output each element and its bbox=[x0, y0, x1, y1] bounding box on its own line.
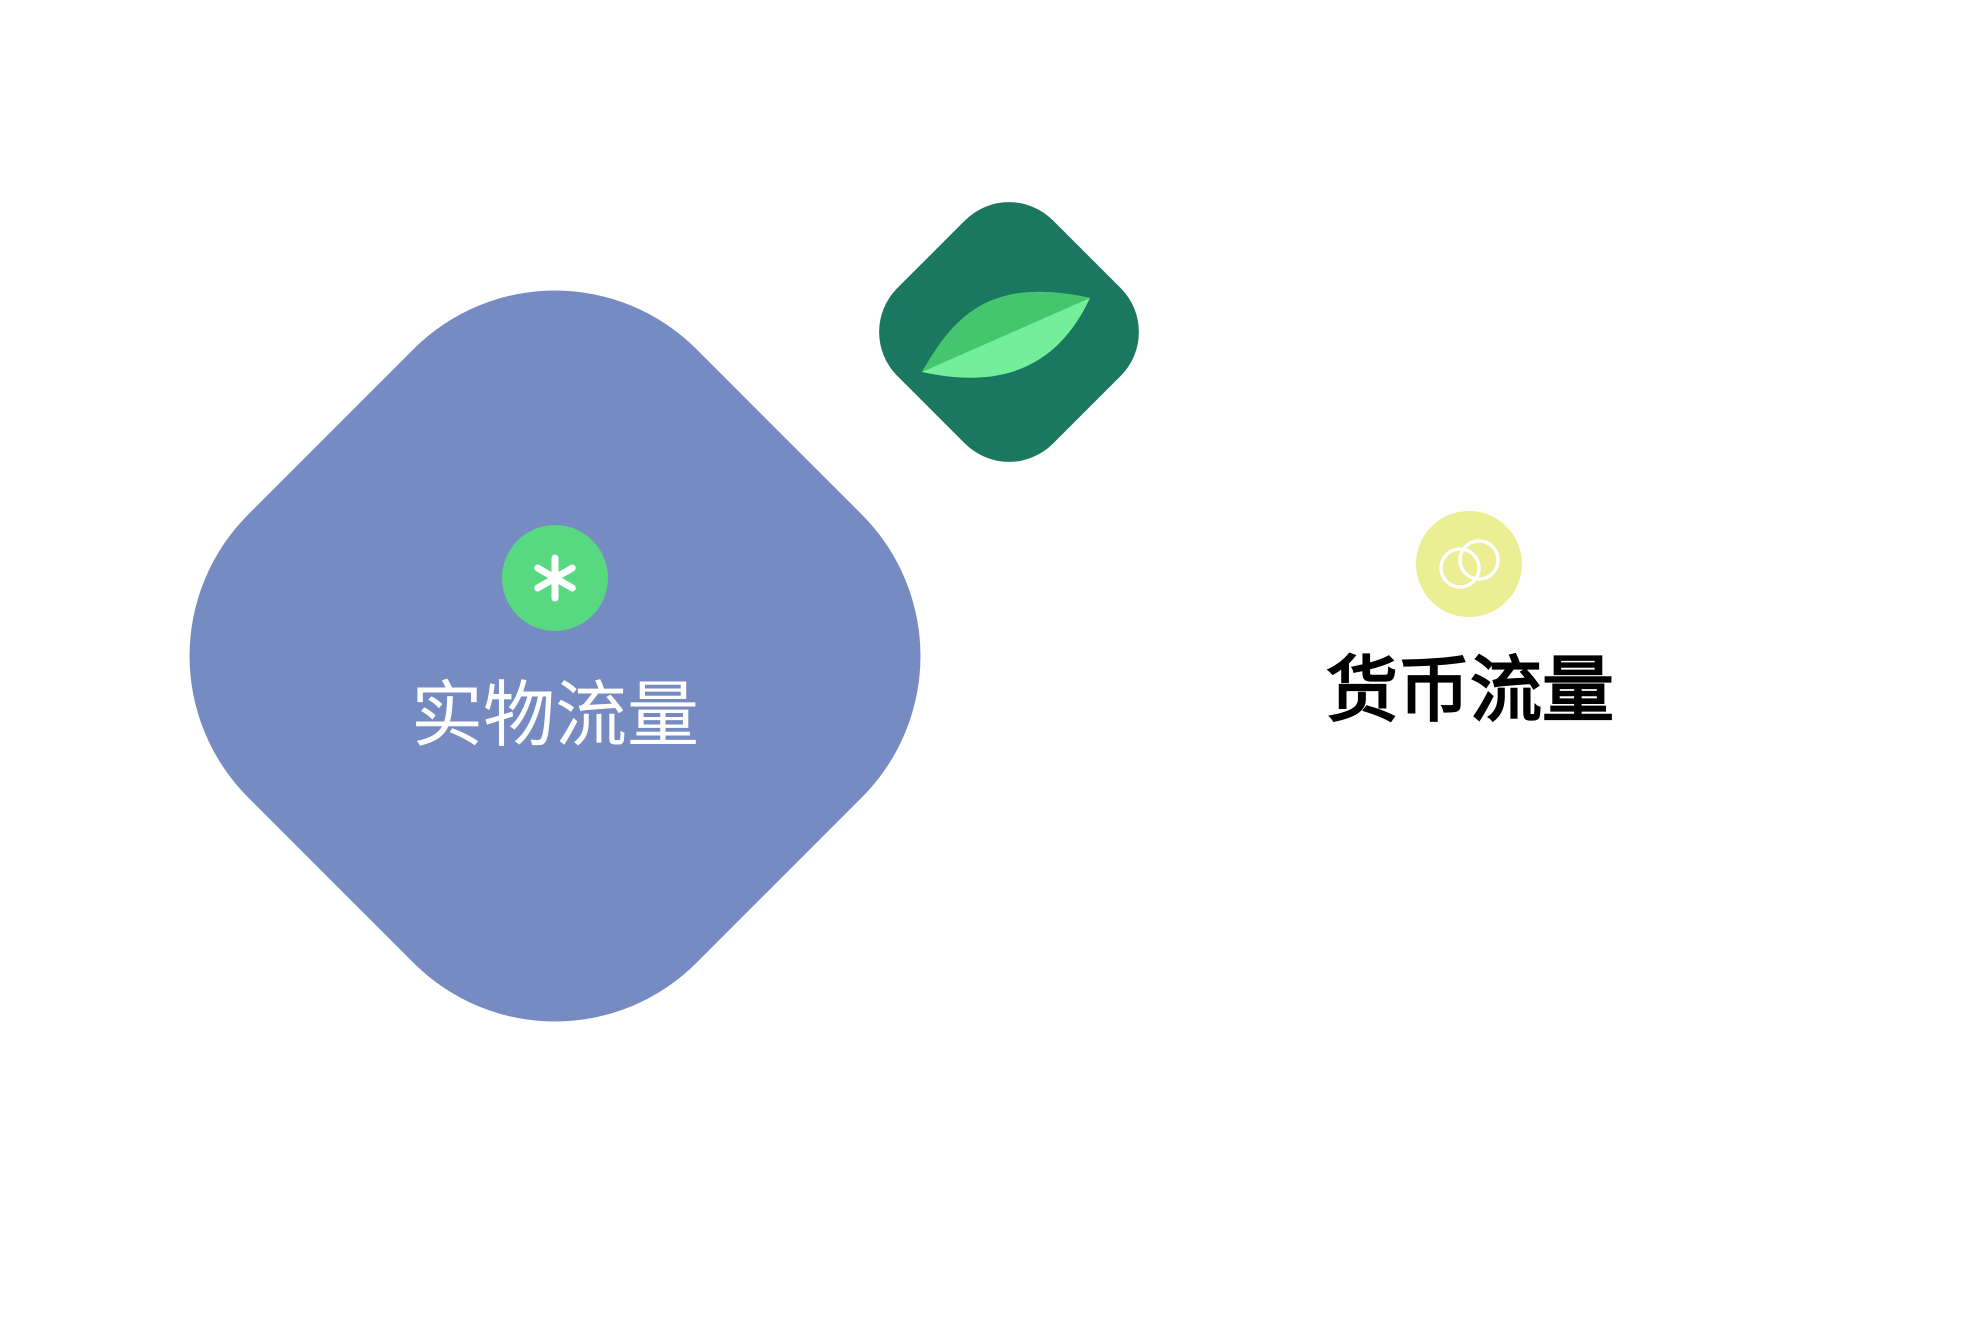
monetary-flow-label: 货币流量 bbox=[1325, 648, 1614, 732]
asterisk-glyph bbox=[534, 554, 576, 602]
physical-flow-diamond bbox=[106, 207, 1004, 1105]
physical-flow-label: 实物流量 bbox=[410, 673, 699, 757]
rings-glyph bbox=[1439, 539, 1500, 589]
asterisk-icon bbox=[502, 525, 608, 631]
leaf-icon bbox=[922, 291, 1090, 378]
rings-icon bbox=[1416, 511, 1522, 617]
